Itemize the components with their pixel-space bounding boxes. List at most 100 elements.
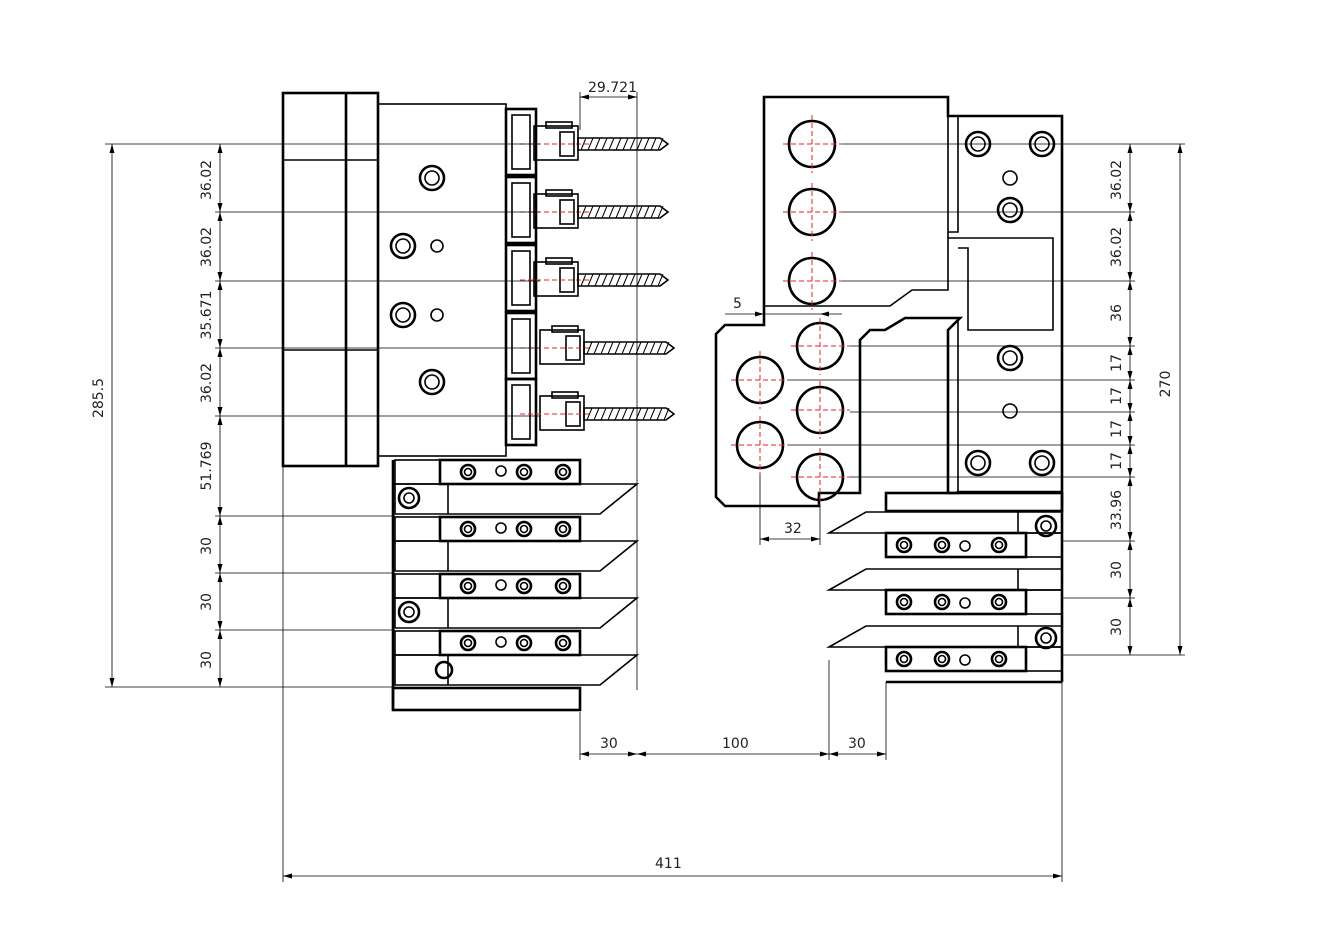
right-bores xyxy=(735,119,845,502)
left-body-holes xyxy=(389,164,446,396)
dim-arrow xyxy=(1177,144,1183,153)
dim-arrow xyxy=(1127,203,1133,212)
dim-arrow xyxy=(1127,346,1133,355)
dim-spacing: 32 xyxy=(784,521,802,537)
right-plate-holes xyxy=(964,130,1056,477)
dim-right-7: 17 xyxy=(1109,452,1125,470)
dim-arrow xyxy=(217,203,223,212)
dim-arrow xyxy=(217,144,223,153)
dim-arrow xyxy=(283,873,292,879)
spindle-unit xyxy=(504,175,670,245)
dim-right-5: 17 xyxy=(1109,387,1125,405)
left-body xyxy=(377,103,507,457)
dim-left-1: 36.02 xyxy=(199,160,215,200)
dim-arrow xyxy=(1127,380,1133,389)
dim-arrow xyxy=(217,416,223,425)
spindle-unit xyxy=(504,311,676,381)
dim-arrow xyxy=(1127,445,1133,454)
dim-arrow xyxy=(217,678,223,687)
dim-arrow xyxy=(1127,541,1133,550)
dim-arrow xyxy=(217,573,223,582)
dim-bottom-center-gap: 100 xyxy=(722,736,749,752)
right-slide xyxy=(825,568,1063,616)
dim-arrow xyxy=(829,751,838,757)
dim-left-3: 35.671 xyxy=(199,291,215,340)
dim-arrow xyxy=(1127,468,1133,477)
spindle-unit xyxy=(504,243,670,313)
dim-arrow xyxy=(637,751,646,757)
dim-right-total: 270 xyxy=(1158,371,1174,398)
dim-bottom-left-gap: 30 xyxy=(600,736,618,752)
right-plate-outline xyxy=(714,95,1064,508)
dim-right-10: 30 xyxy=(1109,618,1125,636)
dim-right-9: 30 xyxy=(1109,561,1125,579)
dim-arrow xyxy=(109,144,115,153)
dim-right-3: 36 xyxy=(1109,304,1125,322)
dim-arrow xyxy=(811,536,820,542)
dim-arrow xyxy=(1127,212,1133,221)
dim-left-6: 30 xyxy=(199,537,215,555)
left-slide xyxy=(394,515,640,572)
left-assembly xyxy=(281,91,676,712)
dim-arrow xyxy=(1127,412,1133,421)
dim-arrow xyxy=(217,407,223,416)
dim-arrow xyxy=(628,751,637,757)
right-centerlines xyxy=(731,115,850,505)
dim-arrow xyxy=(217,507,223,516)
dim-arrow xyxy=(760,536,769,542)
dim-arrow xyxy=(1127,403,1133,412)
left-slide xyxy=(394,458,640,515)
dim-left-4: 36.02 xyxy=(199,363,215,403)
dim-arrow xyxy=(820,751,829,757)
dim-arrow xyxy=(1127,646,1133,655)
dim-arrow xyxy=(1127,272,1133,281)
dim-arrow xyxy=(580,751,589,757)
dim-left-top-width: 29.721 xyxy=(588,80,637,96)
dim-bottom-right-gap: 30 xyxy=(848,736,866,752)
left-slide xyxy=(394,572,640,629)
right-slide xyxy=(825,511,1063,559)
left-slide xyxy=(394,629,640,686)
dim-arrow xyxy=(820,311,829,317)
dim-arrow xyxy=(217,621,223,630)
dim-arrow xyxy=(1127,436,1133,445)
dim-offset: 5 xyxy=(733,296,742,312)
dim-arrow xyxy=(1127,337,1133,346)
spindle-unit xyxy=(504,377,676,447)
right-assembly xyxy=(714,95,1064,684)
dim-arrow xyxy=(217,272,223,281)
dim-overall-width: 411 xyxy=(655,856,682,872)
dim-arrow xyxy=(109,678,115,687)
dim-arrow xyxy=(877,751,886,757)
dim-left-5: 51.769 xyxy=(199,442,215,491)
dim-left-total: 285.5 xyxy=(91,378,107,418)
dim-arrow xyxy=(1177,646,1183,655)
dim-arrow xyxy=(217,516,223,525)
dim-arrow xyxy=(1127,589,1133,598)
dimension-layer: 29.721 36.02 36.02 35.671 36.02 51.769 3… xyxy=(91,80,1185,882)
dim-right-4: 17 xyxy=(1109,354,1125,372)
dim-arrow xyxy=(217,281,223,290)
dim-left-2: 36.02 xyxy=(199,227,215,267)
dim-arrow xyxy=(217,348,223,357)
dim-arrow xyxy=(1127,477,1133,486)
dim-right-6: 17 xyxy=(1109,420,1125,438)
left-spindles xyxy=(504,107,676,447)
dim-arrow xyxy=(1127,281,1133,290)
left-housing xyxy=(281,91,380,468)
dim-arrow xyxy=(628,94,637,100)
right-slide xyxy=(825,625,1063,673)
dim-arrow xyxy=(1127,598,1133,607)
left-slides xyxy=(391,458,640,712)
dim-left-7: 30 xyxy=(199,593,215,611)
dim-arrow xyxy=(217,564,223,573)
dim-left-8: 30 xyxy=(199,651,215,669)
dim-arrow xyxy=(1127,532,1133,541)
right-slides xyxy=(825,491,1064,684)
dim-right-1: 36.02 xyxy=(1109,160,1125,200)
dim-arrow xyxy=(217,339,223,348)
dim-arrow xyxy=(217,212,223,221)
spindle-unit xyxy=(504,107,670,177)
dim-arrow xyxy=(1127,144,1133,153)
